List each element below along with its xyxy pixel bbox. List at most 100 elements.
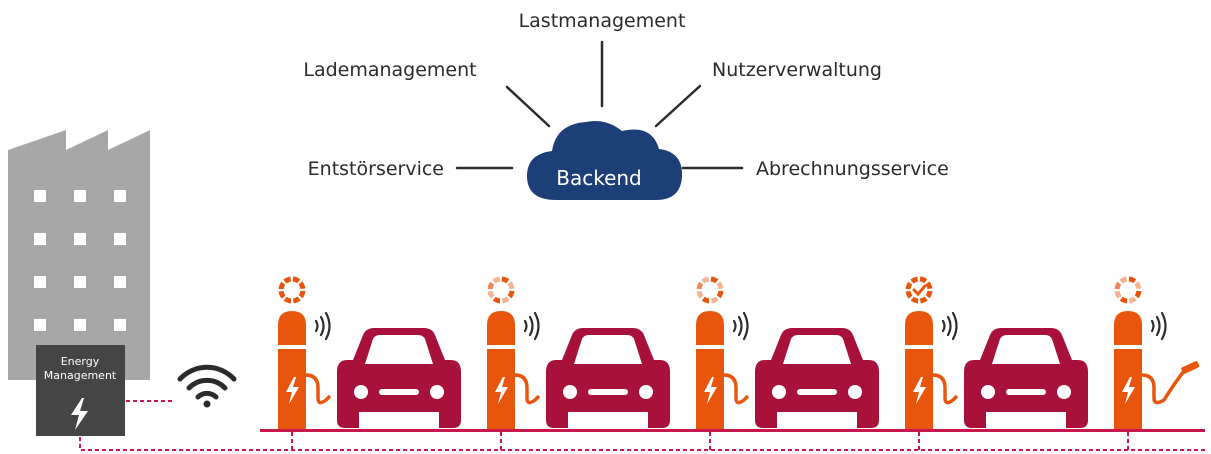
headlight-right xyxy=(639,385,653,399)
backend-cloud: Backend xyxy=(527,121,683,200)
status-ring-segment xyxy=(492,276,501,284)
pillar-divider xyxy=(905,345,933,349)
car-3 xyxy=(755,328,879,428)
signal-icon xyxy=(523,311,540,341)
car-body xyxy=(546,328,670,428)
status-ring-segment xyxy=(1114,290,1122,299)
factory-building xyxy=(8,130,150,380)
lightning-icon xyxy=(913,377,926,404)
charging-station-5 xyxy=(1114,276,1200,429)
car-4 xyxy=(964,328,1088,428)
lightning-icon xyxy=(1122,377,1135,404)
charging-cable xyxy=(723,373,750,405)
pillar-divider xyxy=(1114,345,1142,349)
lightning-icon xyxy=(495,377,508,404)
status-ring-segment xyxy=(487,290,495,299)
label-nutzerverwaltung: Nutzerverwaltung xyxy=(712,59,882,81)
status-ring-segment xyxy=(710,296,719,304)
status-ring-segment xyxy=(278,290,286,299)
charging-pillar xyxy=(487,311,515,429)
status-ring-segment xyxy=(1119,276,1128,284)
status-ring-segment xyxy=(283,296,292,304)
status-ring-segment xyxy=(910,276,919,284)
car-body xyxy=(964,328,1088,428)
signal-icon xyxy=(941,311,958,341)
status-ring-segment xyxy=(1128,296,1137,304)
car-2 xyxy=(546,328,670,428)
status-ring-segment xyxy=(701,296,710,304)
status-ring-segment xyxy=(283,276,292,284)
connector-lines xyxy=(455,40,744,170)
car-body xyxy=(755,328,879,428)
charging-station-2 xyxy=(487,276,670,429)
status-ring-segment xyxy=(696,281,704,290)
lightning-icon xyxy=(286,377,299,404)
charging-pillar xyxy=(905,311,933,429)
signal-icon xyxy=(732,311,749,341)
headlight-right xyxy=(430,385,444,399)
charging-plug xyxy=(1181,361,1200,374)
car-windshield xyxy=(365,335,433,364)
status-ring-segment xyxy=(487,281,495,290)
status-ring-segment xyxy=(925,281,933,290)
connection-lines xyxy=(79,400,1205,451)
factory-icon xyxy=(8,130,150,380)
car-windshield xyxy=(574,335,642,364)
pillar-divider xyxy=(696,345,724,349)
headlight-left xyxy=(563,385,577,399)
headlight-right xyxy=(848,385,862,399)
backend-label: Backend xyxy=(556,166,642,190)
status-ring-segment xyxy=(298,290,306,299)
status-ring-segment xyxy=(1114,281,1122,290)
pillar-divider xyxy=(278,345,306,349)
status-ring-segment xyxy=(919,276,928,284)
charging-cable xyxy=(305,373,332,405)
charging-cable xyxy=(514,373,541,405)
status-ring-segment xyxy=(905,290,913,299)
status-ring-segment xyxy=(1134,281,1142,290)
car-grille xyxy=(379,389,419,395)
energy-label-line2: Management xyxy=(44,369,117,382)
car-grille xyxy=(797,389,837,395)
status-ring-segment xyxy=(925,290,933,299)
check-icon xyxy=(912,284,927,297)
status-ring-segment xyxy=(716,281,724,290)
status-ring-segment xyxy=(501,276,510,284)
status-ring-segment xyxy=(696,290,704,299)
headlight-left xyxy=(354,385,368,399)
pillar-divider xyxy=(487,345,515,349)
cloud-icon xyxy=(527,121,683,200)
car-1 xyxy=(337,328,461,428)
status-ring-segment xyxy=(507,290,515,299)
status-ring-segment xyxy=(1134,290,1142,299)
status-ring-segment xyxy=(716,290,724,299)
charging-station-4 xyxy=(905,276,1088,429)
factory-windows xyxy=(34,190,126,331)
car-windshield xyxy=(783,335,851,364)
line-nutzerverwaltung xyxy=(654,84,702,128)
status-ring-segment xyxy=(910,296,919,304)
car-body xyxy=(337,328,461,428)
charging-pillar xyxy=(1114,311,1142,429)
status-ring-segment xyxy=(292,276,301,284)
ground-line xyxy=(260,429,1205,432)
signal-icon xyxy=(1150,311,1167,341)
energy-management-box: Energy Management xyxy=(36,345,125,436)
status-ring-segment xyxy=(919,296,928,304)
status-ring-segment xyxy=(507,281,515,290)
status-ring-segment xyxy=(278,281,286,290)
status-ring-segment xyxy=(492,296,501,304)
label-lademanagement: Lademanagement xyxy=(303,59,476,81)
headlight-left xyxy=(981,385,995,399)
charging-station-1 xyxy=(278,276,461,429)
charging-stations xyxy=(278,276,1200,429)
charging-cable xyxy=(1141,369,1186,405)
status-ring-segment xyxy=(1119,296,1128,304)
status-ring-segment xyxy=(905,281,913,290)
lightning-icon xyxy=(704,377,717,404)
car-grille xyxy=(588,389,628,395)
car-windshield xyxy=(992,335,1060,364)
energy-label-line1: Energy xyxy=(61,355,100,368)
headlight-left xyxy=(772,385,786,399)
